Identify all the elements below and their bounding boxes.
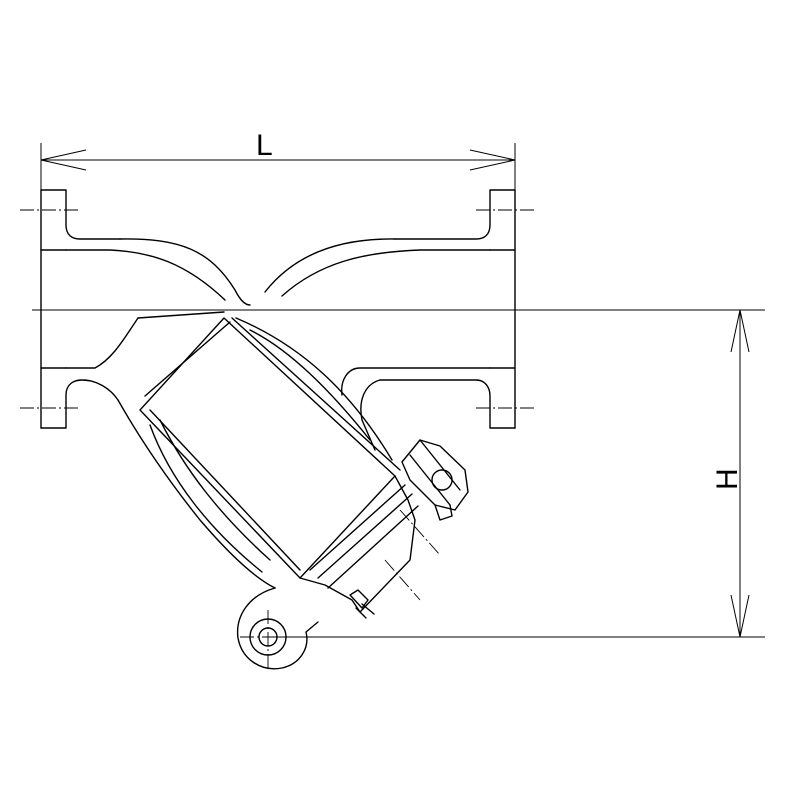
cover-bolt-lower [349, 589, 375, 619]
left-flange [20, 189, 121, 429]
cover-bolt-upper [401, 439, 469, 521]
drain-plug [236, 587, 319, 670]
arrowhead-right [469, 149, 516, 171]
strainer-cover [299, 439, 469, 619]
strainer-leg [117, 311, 401, 589]
length-dimension: L [40, 129, 516, 190]
arrowhead-left [40, 149, 87, 171]
pipe-body [65, 238, 491, 451]
length-label: L [256, 129, 273, 162]
height-label: H [711, 468, 744, 490]
height-dimension: H [711, 309, 750, 638]
right-flange [379, 189, 536, 429]
